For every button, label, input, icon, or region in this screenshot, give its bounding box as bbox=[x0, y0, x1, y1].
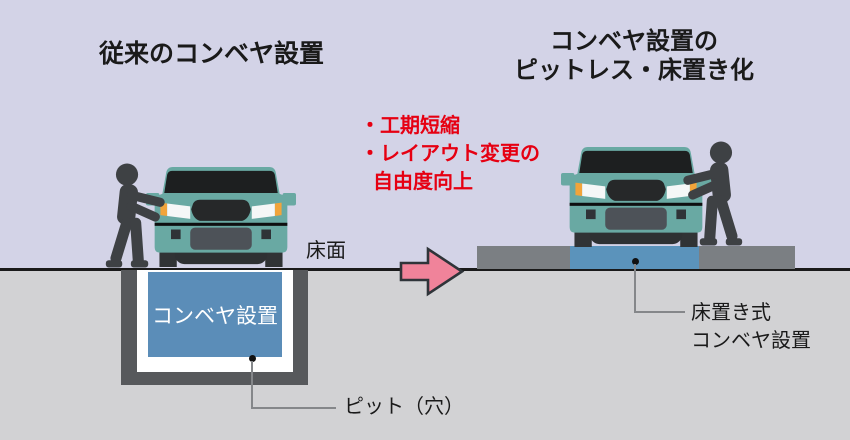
platform-caption-line2: コンベヤ設置 bbox=[691, 330, 811, 352]
benefit-item: 自由度向上 bbox=[373, 171, 473, 193]
pit-conveyor-box: コンベヤ設置 bbox=[148, 272, 282, 357]
left-title: 従来のコンベヤ設置 bbox=[99, 40, 325, 68]
transition-arrow-icon bbox=[399, 246, 465, 297]
floor-surface-label: 床面 bbox=[306, 240, 346, 262]
worker-figure-right bbox=[682, 141, 743, 246]
pit-leader-line-vertical bbox=[251, 361, 253, 409]
pit-leader-dot bbox=[249, 355, 256, 362]
floor-platform bbox=[477, 246, 795, 269]
pit-frame: コンベヤ設置 bbox=[121, 270, 308, 385]
benefit-list: ・工期短縮 ・レイアウト変更の 自由度向上 bbox=[360, 112, 540, 196]
right-title-line2: ピットレス・床置き化 bbox=[514, 57, 754, 84]
platform-leader-line-horizontal bbox=[634, 311, 685, 313]
platform-caption-line1: 床置き式 bbox=[691, 302, 771, 324]
pit-inner-wall: コンベヤ設置 bbox=[137, 270, 293, 372]
worker-figure-left bbox=[105, 163, 166, 268]
pit-leader-line-horizontal bbox=[251, 407, 336, 409]
right-title: コンベヤ設置の ピットレス・床置き化 bbox=[495, 27, 773, 85]
platform-leader-line-vertical bbox=[634, 264, 636, 313]
platform-caption: 床置き式 コンベヤ設置 bbox=[691, 299, 811, 355]
platform-conveyor-section bbox=[570, 246, 699, 269]
right-title-line1: コンベヤ設置の bbox=[550, 28, 718, 55]
benefit-item: ・レイアウト変更の bbox=[360, 143, 540, 165]
benefit-item: ・工期短縮 bbox=[360, 115, 460, 137]
pit-conveyor-label: コンベヤ設置 bbox=[152, 304, 278, 328]
pit-caption: ピット（穴） bbox=[344, 396, 464, 418]
platform-leader-dot bbox=[632, 258, 639, 265]
